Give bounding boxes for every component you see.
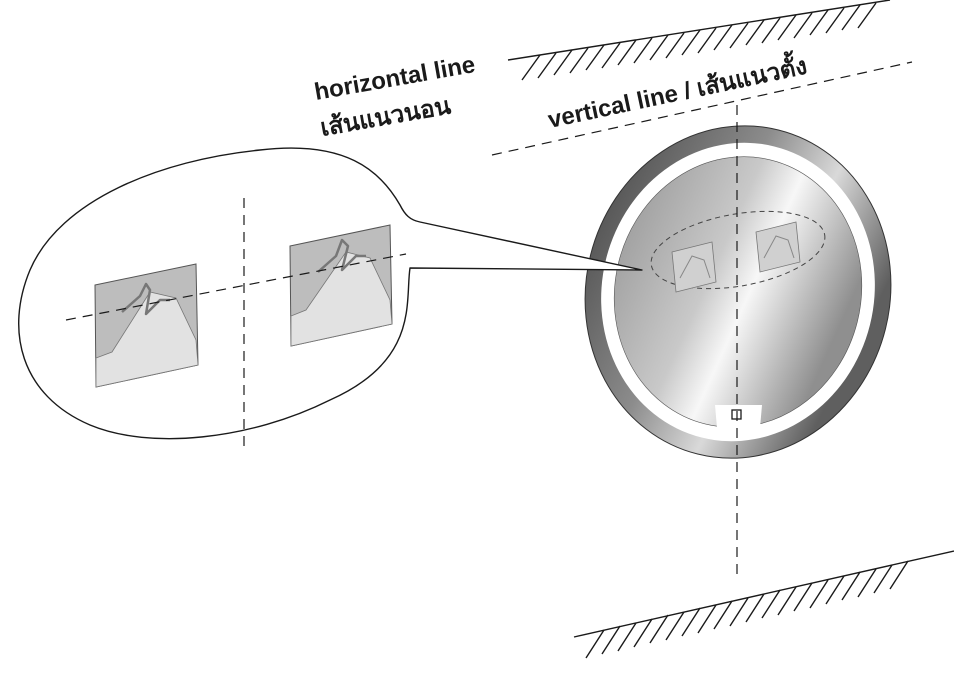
floor-hatch	[573, 550, 954, 659]
mirror-bracket-left	[671, 241, 717, 293]
round-mirror	[584, 125, 892, 459]
bracket-plate-right	[289, 224, 393, 347]
horizontal-reference-line	[491, 61, 913, 156]
mirror-bracket-right	[755, 221, 801, 273]
horizontal-label-en: horizontal line	[312, 51, 477, 106]
bracket-plate-left	[94, 263, 199, 388]
bubble-horizontal-line	[65, 253, 407, 321]
vertical-label: vertical line / เส้นแนวตั้ง	[544, 47, 809, 134]
bracket-highlight-ellipse	[650, 210, 826, 290]
ceiling-hatch	[507, 0, 891, 81]
